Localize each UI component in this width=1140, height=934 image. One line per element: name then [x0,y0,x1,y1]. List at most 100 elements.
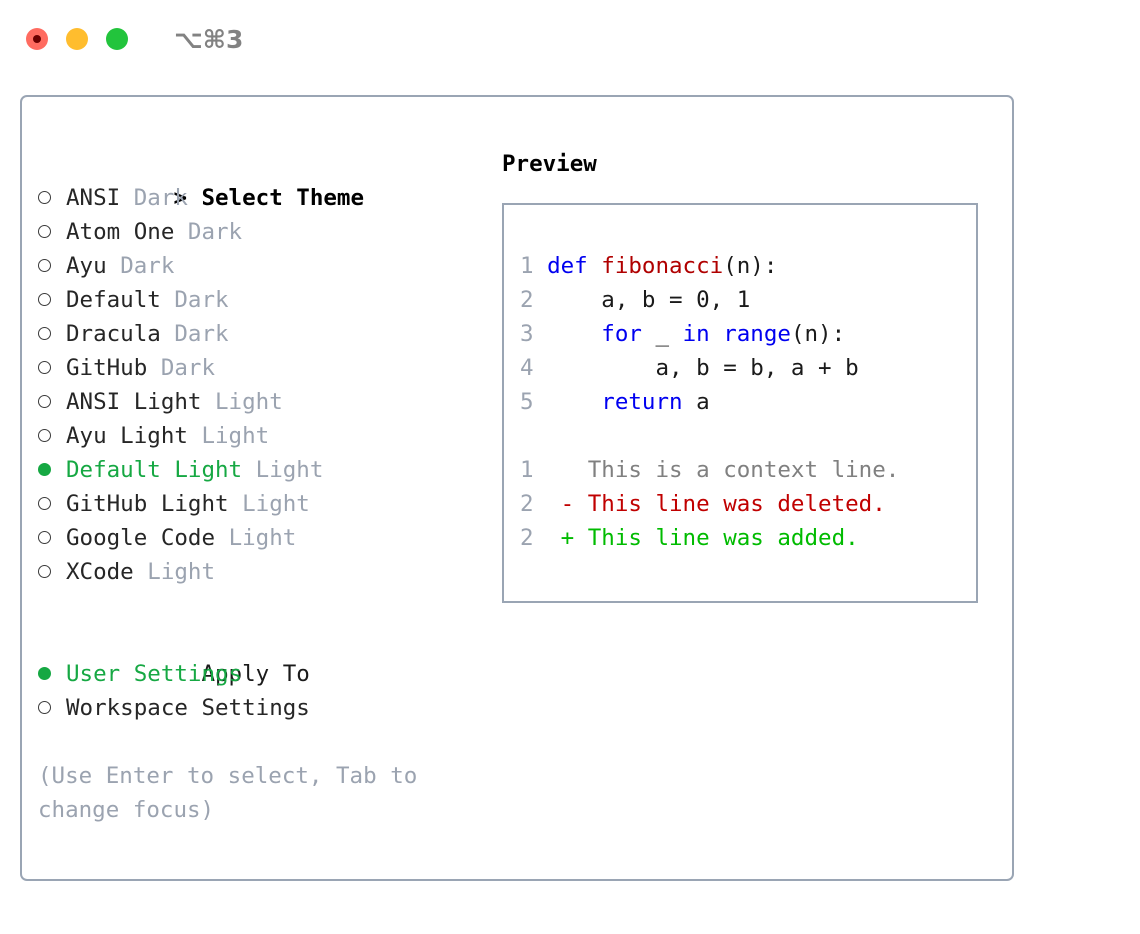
theme-item-variant-tag: Dark [133,185,188,211]
theme-item-ansi-light[interactable]: ANSI Light Light [38,385,468,419]
code-token-kw: range [723,321,791,347]
code-gutter-gap [534,287,548,313]
diff-line-text: This line was added. [587,525,859,551]
diff-line-number: 1 [520,457,534,483]
radio-dot-glyph [38,395,51,408]
theme-item-label: Atom One [66,219,175,245]
code-gutter-gap [534,253,548,279]
theme-item-label: GitHub Light [66,491,229,517]
code-gutter-gap [534,389,548,415]
theme-item-github-light[interactable]: GitHub Light Light [38,487,468,521]
radio-selected-icon [38,453,66,487]
code-line: 5 return a [520,385,976,419]
preview-box: 1 def fibonacci(n): 2 a, b = 0, 1 3 for _ … [502,203,978,603]
radio-selected-icon [38,657,66,691]
code-token-plain: _ [641,321,683,347]
theme-item-ayu-light[interactable]: Ayu Light Light [38,419,468,453]
window-title: ⌥⌘3 [174,24,244,54]
code-line-number: 5 [520,389,534,415]
radio-unselected-icon [38,215,66,249]
theme-item-atom-one[interactable]: Atom One Dark [38,215,468,249]
code-token-plain: a [682,389,710,415]
diff-line-number: 2 [520,491,534,517]
diff-line-del: 2 - This line was deleted. [520,487,976,521]
radio-dot-glyph [38,327,51,340]
diff-sign: + [533,525,588,551]
apply-to-item-workspace-settings[interactable]: Workspace Settings [38,691,468,725]
apply-to-item-user-settings[interactable]: User Settings [38,657,468,691]
code-token-plain [547,389,601,415]
code-token-fn: fibonacci [601,253,724,279]
minimize-button[interactable] [66,28,88,50]
radio-dot-glyph [38,565,51,578]
radio-dot-glyph [38,463,51,476]
theme-item-variant-tag: Light [215,389,283,415]
theme-item-default-light[interactable]: Default Light Light [38,453,468,487]
diff-line-add: 2 + This line was added. [520,521,976,555]
code-line-number: 4 [520,355,534,381]
theme-item-ayu[interactable]: Ayu Dark [38,249,468,283]
radio-unselected-icon [38,419,66,453]
radio-dot-glyph [38,497,51,510]
code-line: 4 a, b = b, a + b [520,351,976,385]
theme-item-dracula[interactable]: Dracula Dark [38,317,468,351]
window-titlebar: ⌥⌘3 [0,0,1140,78]
code-token-plain: (n): [790,321,846,347]
theme-item-variant-tag: Light [255,457,324,483]
theme-item-label: Ayu [66,253,107,279]
radio-unselected-icon [38,385,66,419]
theme-item-label: Ayu Light [66,423,188,449]
radio-unselected-icon [38,521,66,555]
apply-to-heading-label: Apply To [201,661,310,687]
code-token-kw: in [682,321,710,347]
code-line-number: 2 [520,287,534,313]
radio-unselected-icon [38,181,66,215]
radio-dot-glyph [38,667,51,680]
theme-item-variant-tag: Light [201,423,270,449]
theme-item-label: ANSI Light [66,389,202,415]
theme-item-github[interactable]: GitHub Dark [38,351,468,385]
radio-dot-glyph [38,225,51,238]
radio-unselected-icon [38,351,66,385]
theme-item-ansi[interactable]: ANSI Dark [38,181,468,215]
code-line: 1 def fibonacci(n): [520,249,976,283]
radio-dot-glyph [38,293,51,306]
code-sample: 1 def fibonacci(n): 2 a, b = 0, 1 3 for _ … [520,249,976,419]
code-gutter-gap [534,355,548,381]
code-token-plain [710,321,724,347]
diff-line-text: This line was deleted. [587,491,886,517]
theme-item-default[interactable]: Default Dark [38,283,468,317]
recording-dot-icon [33,35,41,43]
apply-to-item-label: Workspace Settings [66,695,310,721]
code-line: 3 for _ in range(n): [520,317,976,351]
diff-sign: - [533,491,588,517]
code-token-kw: return [601,389,683,415]
theme-item-google-code[interactable]: Google Code Light [38,521,468,555]
theme-item-variant-tag: Dark [174,287,229,313]
preview-heading: Preview [502,151,597,177]
diff-line-ctx: 1 This is a context line. [520,453,976,487]
apply-to-heading: Apply To [38,623,468,687]
preview-pane: Preview 1 def fibonacci(n): 2 a, b = 0, 1… [502,147,992,603]
close-button[interactable] [26,28,48,50]
code-gutter-gap [534,321,548,347]
theme-item-label: Dracula [66,321,161,347]
radio-unselected-icon [38,283,66,317]
code-token-plain: a, b = 0, 1 [547,287,751,313]
zoom-button[interactable] [106,28,128,50]
code-line-number: 1 [520,253,534,279]
theme-item-variant-tag: Dark [174,321,229,347]
diff-line-number: 2 [520,525,534,551]
radio-unselected-icon [38,249,66,283]
theme-item-xcode[interactable]: XCode Light [38,555,468,589]
theme-item-variant-tag: Dark [160,355,216,381]
theme-item-label: XCode [66,559,134,585]
radio-unselected-icon [38,691,66,725]
radio-dot-glyph [38,361,51,374]
apply-to-item-label: User Settings [66,661,243,687]
code-token-plain: (n): [723,253,778,279]
diff-sign [534,457,588,483]
